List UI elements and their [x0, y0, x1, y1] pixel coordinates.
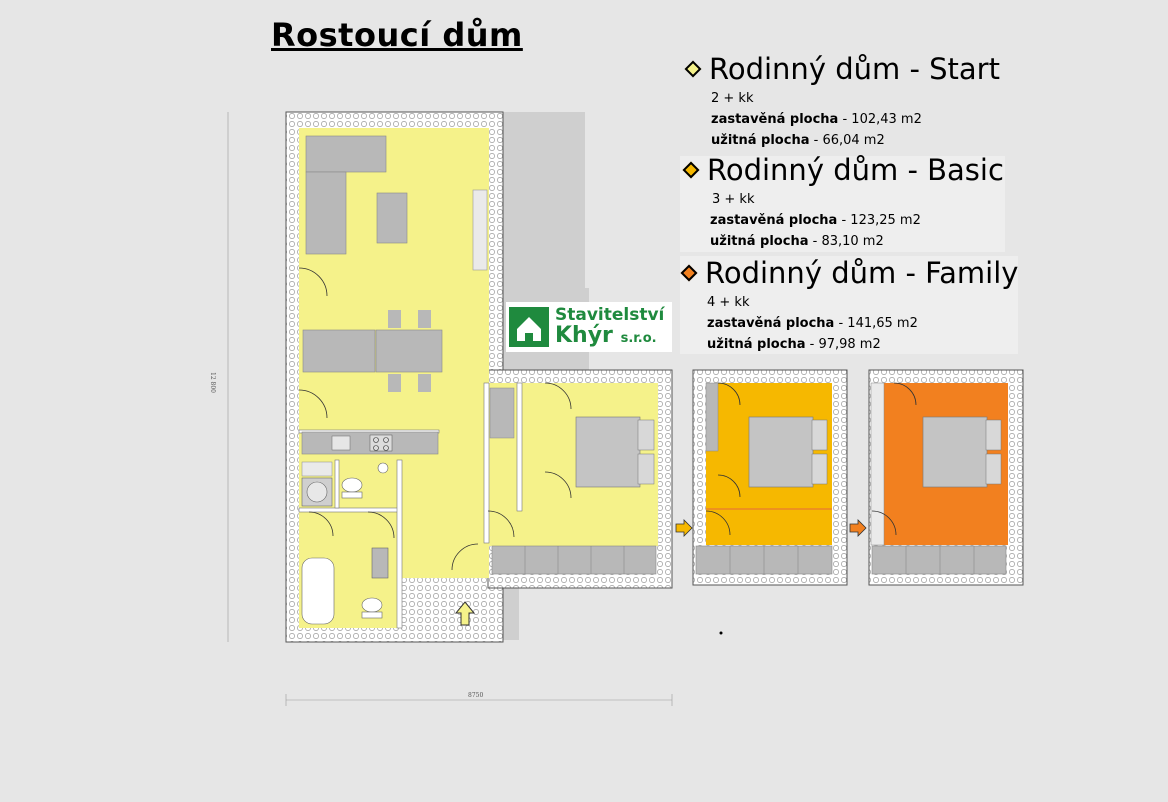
exterior-wall — [285, 111, 504, 643]
living-room-floor — [299, 128, 489, 430]
floor-plan-family — [868, 369, 1024, 586]
variant-family: Rodinný dům - Family 4 + kk zastavěná pl… — [680, 256, 1018, 355]
logo-line2: Khýr — [555, 322, 613, 348]
page-title: Rostoucí dům — [271, 16, 523, 54]
diamond-marker-icon — [680, 264, 698, 282]
variant-family-rooms: 4 + kk — [707, 295, 750, 310]
house-logo-icon — [509, 307, 549, 347]
variant-start: Rodinný dům - Start 2 + kk zastavěná plo… — [684, 52, 1000, 151]
variant-basic: Rodinný dům - Basic 3 + kk zastavěná plo… — [682, 153, 1004, 252]
coffee-table — [376, 192, 408, 244]
wardrobe — [491, 545, 657, 575]
dining-table — [375, 329, 443, 373]
dimension-width: 8750 — [468, 692, 484, 699]
entrance-area — [414, 585, 519, 640]
washing-machine — [301, 477, 333, 507]
company-logo: Stavitelství Khýr s.r.o. — [506, 302, 672, 352]
diamond-marker-icon — [684, 60, 702, 78]
kitchen-counter — [301, 431, 439, 455]
logo-suffix: s.r.o. — [620, 330, 657, 346]
variant-start-built-value: - 102,43 m2 — [838, 112, 922, 127]
variant-family-built-label: zastavěná plocha — [707, 316, 835, 331]
variant-family-built-value: - 141,65 m2 — [834, 316, 918, 331]
bedroom-floor — [488, 383, 658, 511]
dimension-height: 12 800 — [209, 372, 216, 393]
variant-family-usable-label: užitná plocha — [707, 337, 806, 352]
entrance-arrow-icon — [454, 601, 476, 626]
variant-basic-usable-value: - 83,10 m2 — [808, 234, 884, 249]
logo-line1: Stavitelství — [555, 304, 665, 325]
double-bed — [575, 416, 641, 488]
variant-start-name: Rodinný dům - Start — [709, 52, 1000, 86]
variant-basic-built-value: - 123,25 m2 — [837, 213, 921, 228]
variant-start-usable-value: - 66,04 m2 — [809, 133, 885, 148]
toilet — [341, 477, 363, 493]
variant-start-built-label: zastavěná plocha — [711, 112, 839, 127]
diamond-marker-icon — [682, 161, 700, 179]
bathtub — [301, 557, 335, 625]
variant-basic-name: Rodinný dům - Basic — [707, 153, 1004, 187]
floor-plan-basic — [692, 369, 848, 586]
variant-family-name: Rodinný dům - Family — [705, 256, 1019, 290]
variant-basic-built-label: zastavěná plocha — [710, 213, 838, 228]
variant-basic-usable-label: užitná plocha — [710, 234, 809, 249]
variant-basic-rooms: 3 + kk — [712, 192, 755, 207]
arrow-right-icon — [849, 519, 867, 537]
sofa — [305, 135, 387, 173]
variant-family-usable-value: - 97,98 m2 — [805, 337, 881, 352]
arrow-right-icon — [675, 519, 693, 537]
variant-start-usable-label: užitná plocha — [711, 133, 810, 148]
variant-start-rooms: 2 + kk — [711, 91, 754, 106]
